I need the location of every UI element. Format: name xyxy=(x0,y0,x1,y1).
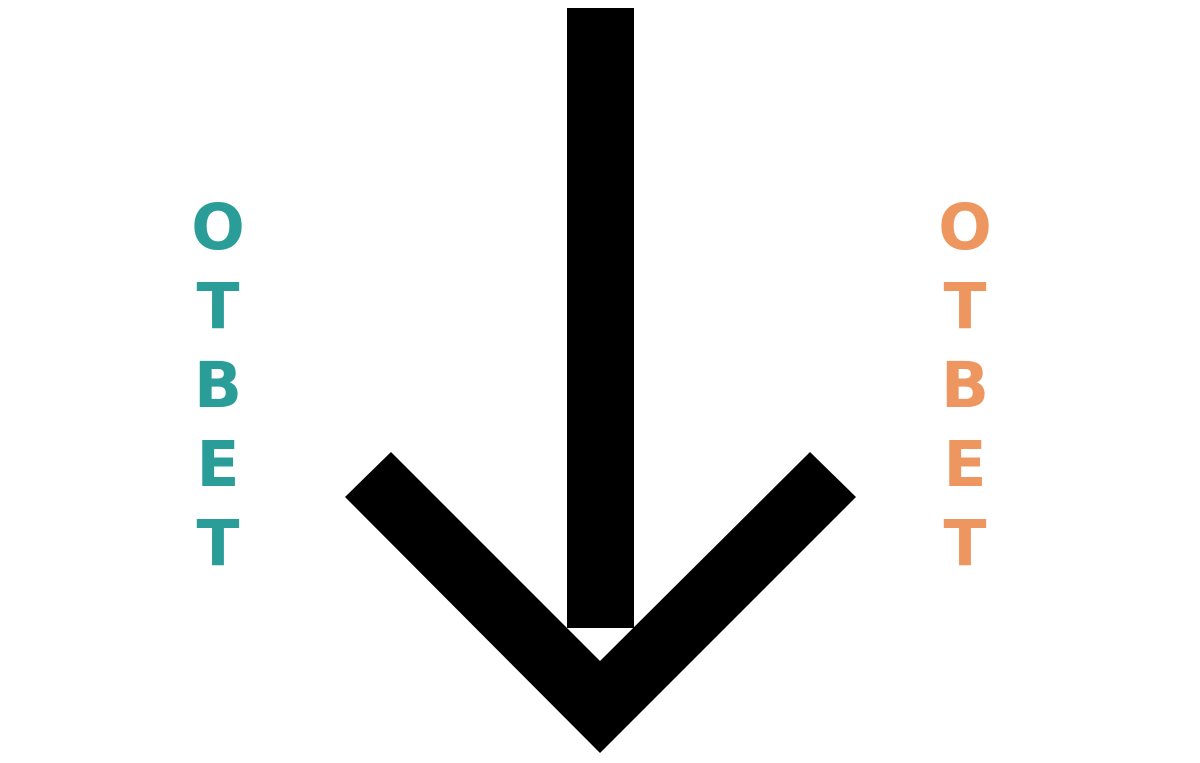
letter-right-5: Т xyxy=(943,507,987,580)
letter-left-3: В xyxy=(193,349,243,422)
letter-left-1: О xyxy=(191,191,245,264)
vertical-word-right: О Т В Е Т xyxy=(925,188,1005,583)
letter-left-2: Т xyxy=(196,270,240,343)
letter-left-4: Е xyxy=(196,428,240,501)
letter-right-4: Е xyxy=(943,428,987,501)
letter-right-2: Т xyxy=(943,270,987,343)
letter-right-1: О xyxy=(938,191,992,264)
letter-right-3: В xyxy=(940,349,990,422)
vertical-word-left: О Т В Е Т xyxy=(178,188,258,583)
letter-left-5: Т xyxy=(196,507,240,580)
